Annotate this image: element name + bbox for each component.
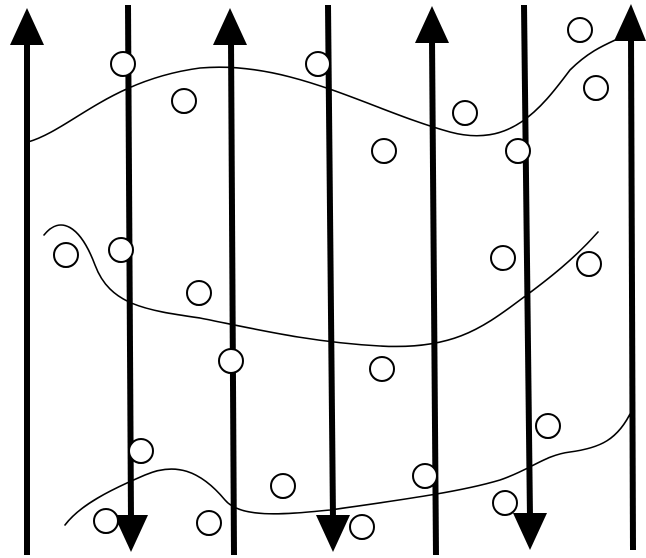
arrowhead-up-icon — [213, 8, 247, 45]
flow-arrow-down-6 — [513, 4, 547, 550]
particle — [567, 17, 593, 43]
particles — [53, 17, 609, 540]
arrowhead-down-icon — [114, 515, 148, 552]
particle — [576, 251, 602, 277]
wave-curve-top — [27, 29, 636, 143]
particle — [371, 138, 397, 164]
particle — [218, 348, 244, 374]
particle — [305, 51, 331, 77]
flow-arrows — [10, 4, 646, 556]
particle — [492, 490, 518, 516]
particle — [535, 413, 561, 439]
arrowhead-down-icon — [513, 513, 547, 550]
particle — [583, 75, 609, 101]
particle — [349, 514, 375, 540]
arrowhead-up-icon — [415, 6, 449, 43]
flow-arrow-up-1 — [10, 8, 44, 555]
wave-curve-middle — [43, 224, 599, 348]
arrowhead-down-icon — [316, 515, 350, 552]
particle — [270, 473, 296, 499]
flow-arrow-up-7 — [614, 4, 646, 551]
particle — [53, 242, 79, 268]
flow-arrow-down-4 — [316, 4, 350, 552]
flow-arrow-up-3 — [213, 8, 247, 556]
particle — [186, 280, 212, 306]
arrowhead-up-icon — [614, 4, 646, 41]
particle — [369, 356, 395, 382]
particle — [171, 88, 197, 114]
particle — [412, 463, 438, 489]
particle — [110, 51, 136, 77]
particle — [93, 508, 119, 534]
particle — [505, 138, 531, 164]
particle — [196, 510, 222, 536]
particle — [490, 245, 516, 271]
particle — [128, 438, 154, 464]
particle — [452, 100, 478, 126]
arrowhead-up-icon — [10, 8, 44, 45]
flow-arrow-down-2 — [114, 4, 148, 552]
particle — [108, 237, 134, 263]
